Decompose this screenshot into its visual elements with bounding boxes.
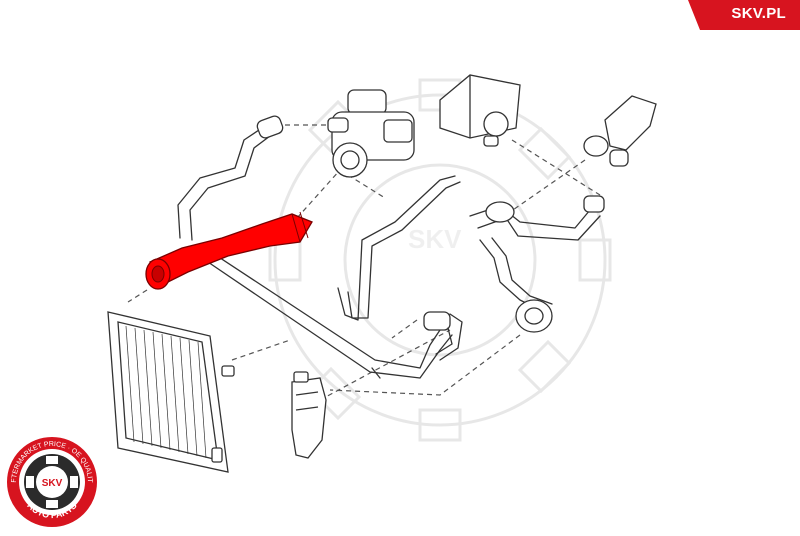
coolant-flange-icon (583, 95, 657, 167)
radiator-icon (107, 311, 235, 473)
seal-arc-top: AFTERMARKET PRICE · OE QUALITY (0, 0, 93, 484)
svg-text:AFTERMARKET PRICE · OE QUALITY: AFTERMARKET PRICE · OE QUALITY (0, 0, 93, 484)
skv-seal-logo: AFTERMARKET PRICE · OE QUALITY AUTO PART… (0, 0, 99, 529)
thermostat-housing-icon (327, 89, 415, 178)
expansion-tank-icon (291, 371, 327, 459)
seal-center-text: SKV (42, 478, 63, 489)
right-hose-assembly (469, 195, 605, 333)
watermark-text: SKV (408, 224, 462, 254)
upper-radiator-hose (145, 211, 313, 290)
brand-name: SKV.PL (731, 5, 786, 22)
brand-tag: SKV.PL (688, 0, 800, 30)
bypass-hose (177, 115, 284, 241)
lower-pipe-assembly (204, 175, 461, 379)
connector-hose (423, 311, 463, 361)
brand-tag-shape (688, 0, 800, 30)
water-pump-icon (439, 74, 521, 147)
